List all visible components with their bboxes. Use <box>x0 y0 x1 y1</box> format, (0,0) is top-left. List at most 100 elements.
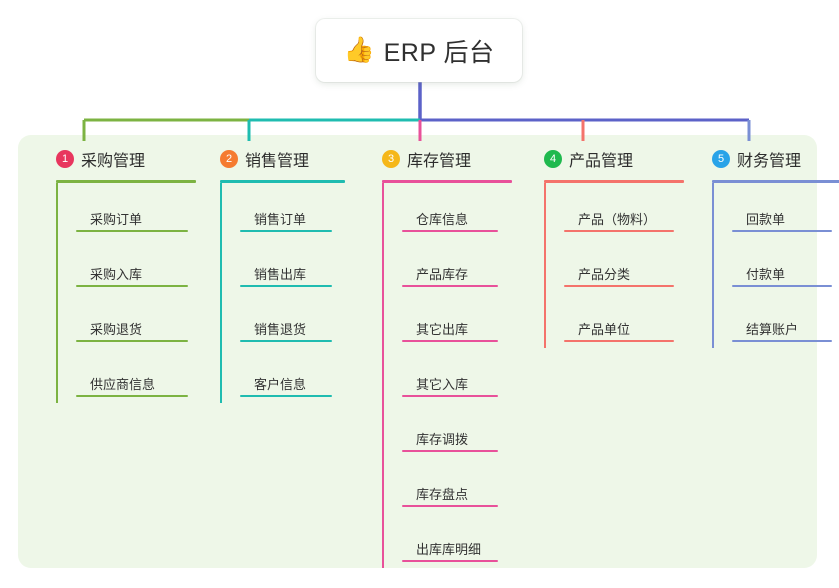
list-item[interactable]: 库存盘点 <box>382 458 512 513</box>
list-item-rule <box>240 340 332 342</box>
list-item-label: 产品分类 <box>578 267 631 282</box>
list-item-label: 产品（物料） <box>578 212 657 227</box>
column-title: 销售管理 <box>245 153 310 170</box>
list-item-rule <box>402 505 498 507</box>
list-item-label: 销售退货 <box>254 322 307 337</box>
column-title: 产品管理 <box>569 153 634 170</box>
list-item[interactable]: 采购退货 <box>56 293 196 348</box>
column-items: 回款单付款单结算账户 <box>692 183 839 348</box>
list-item-label: 其它出库 <box>416 322 469 337</box>
list-item[interactable]: 销售出库 <box>220 238 345 293</box>
column-spine <box>56 183 58 403</box>
list-item-label: 产品单位 <box>578 322 631 337</box>
list-item-label: 客户信息 <box>254 377 307 392</box>
column-number-badge: 5 <box>712 150 730 168</box>
list-item[interactable]: 其它入库 <box>382 348 512 403</box>
column-header[interactable]: 3 库存管理 <box>362 146 512 172</box>
list-item-rule <box>402 230 498 232</box>
list-item[interactable]: 仓库信息 <box>382 183 512 238</box>
list-item-rule <box>240 230 332 232</box>
list-item-label: 采购订单 <box>90 212 143 227</box>
list-item-label: 产品库存 <box>416 267 469 282</box>
column-title: 采购管理 <box>81 153 146 170</box>
column-spine <box>220 183 222 403</box>
list-item-rule <box>402 285 498 287</box>
column-header-rule <box>544 180 684 183</box>
column-items: 产品（物料） 产品分类产品单位 <box>524 183 684 348</box>
list-item[interactable]: 产品分类 <box>544 238 684 293</box>
list-item-label: 仓库信息 <box>416 212 469 227</box>
list-item[interactable]: 其它出库 <box>382 293 512 348</box>
column-items: 仓库信息产品库存其它出库其它入库库存调拨库存盘点出库库明细 <box>362 183 512 568</box>
list-item-rule <box>240 395 332 397</box>
list-item-rule <box>564 230 674 232</box>
column-财务管理: 5 财务管理回款单付款单结算账户 <box>692 146 839 348</box>
column-title: 库存管理 <box>407 153 472 170</box>
root-title: ERP 后台 <box>383 38 495 67</box>
thumbs-up-icon: 👍 <box>343 36 375 64</box>
list-item[interactable]: 回款单 <box>712 183 839 238</box>
column-销售管理: 2 销售管理销售订单销售出库销售退货客户信息 <box>200 146 345 403</box>
list-item-label: 结算账户 <box>746 322 799 337</box>
list-item-rule <box>564 340 674 342</box>
column-header-rule <box>382 180 512 183</box>
list-item-label: 采购退货 <box>90 322 143 337</box>
column-number-badge: 2 <box>220 150 238 168</box>
list-item-rule <box>732 340 832 342</box>
list-item-rule <box>732 230 832 232</box>
list-item[interactable]: 付款单 <box>712 238 839 293</box>
column-header-rule <box>712 180 839 183</box>
list-item-label: 其它入库 <box>416 377 469 392</box>
list-item-rule <box>76 340 188 342</box>
list-item[interactable]: 采购入库 <box>56 238 196 293</box>
list-item[interactable]: 产品单位 <box>544 293 684 348</box>
list-item-label: 供应商信息 <box>90 377 156 392</box>
column-items: 采购订单采购入库采购退货供应商信息 <box>36 183 196 403</box>
column-number-badge: 1 <box>56 150 74 168</box>
list-item-rule <box>76 395 188 397</box>
list-item-rule <box>76 230 188 232</box>
column-header[interactable]: 5 财务管理 <box>692 146 839 172</box>
list-item-label: 库存调拨 <box>416 432 469 447</box>
column-title: 财务管理 <box>737 153 802 170</box>
list-item-rule <box>402 395 498 397</box>
column-header-rule <box>220 180 345 183</box>
list-item[interactable]: 供应商信息 <box>56 348 196 403</box>
column-header[interactable]: 1 采购管理 <box>36 146 196 172</box>
column-number-badge: 4 <box>544 150 562 168</box>
list-item[interactable]: 客户信息 <box>220 348 345 403</box>
list-item-label: 回款单 <box>746 212 786 227</box>
content-panel <box>18 135 817 568</box>
list-item-rule <box>240 285 332 287</box>
list-item-label: 采购入库 <box>90 267 143 282</box>
list-item[interactable]: 库存调拨 <box>382 403 512 458</box>
column-header[interactable]: 2 销售管理 <box>200 146 345 172</box>
list-item-label: 销售出库 <box>254 267 307 282</box>
column-items: 销售订单销售出库销售退货客户信息 <box>200 183 345 403</box>
column-header-rule <box>56 180 196 183</box>
list-item-rule <box>402 340 498 342</box>
column-header[interactable]: 4 产品管理 <box>524 146 684 172</box>
list-item[interactable]: 销售退货 <box>220 293 345 348</box>
list-item[interactable]: 销售订单 <box>220 183 345 238</box>
column-spine <box>544 183 546 348</box>
list-item-label: 库存盘点 <box>416 487 469 502</box>
list-item[interactable]: 出库库明细 <box>382 513 512 568</box>
root-node[interactable]: 👍 ERP 后台 <box>316 19 522 82</box>
list-item[interactable]: 采购订单 <box>56 183 196 238</box>
column-number-badge: 3 <box>382 150 400 168</box>
column-产品管理: 4 产品管理产品（物料） 产品分类产品单位 <box>524 146 684 348</box>
list-item[interactable]: 产品库存 <box>382 238 512 293</box>
list-item-rule <box>564 285 674 287</box>
list-item-rule <box>402 560 498 562</box>
column-库存管理: 3 库存管理仓库信息产品库存其它出库其它入库库存调拨库存盘点出库库明细 <box>362 146 512 568</box>
column-spine <box>382 183 384 568</box>
list-item-label: 出库库明细 <box>416 542 482 557</box>
column-采购管理: 1 采购管理采购订单采购入库采购退货供应商信息 <box>36 146 196 403</box>
list-item-rule <box>732 285 832 287</box>
list-item-rule <box>76 285 188 287</box>
list-item-label: 销售订单 <box>254 212 307 227</box>
list-item[interactable]: 结算账户 <box>712 293 839 348</box>
list-item[interactable]: 产品（物料） <box>544 183 684 238</box>
